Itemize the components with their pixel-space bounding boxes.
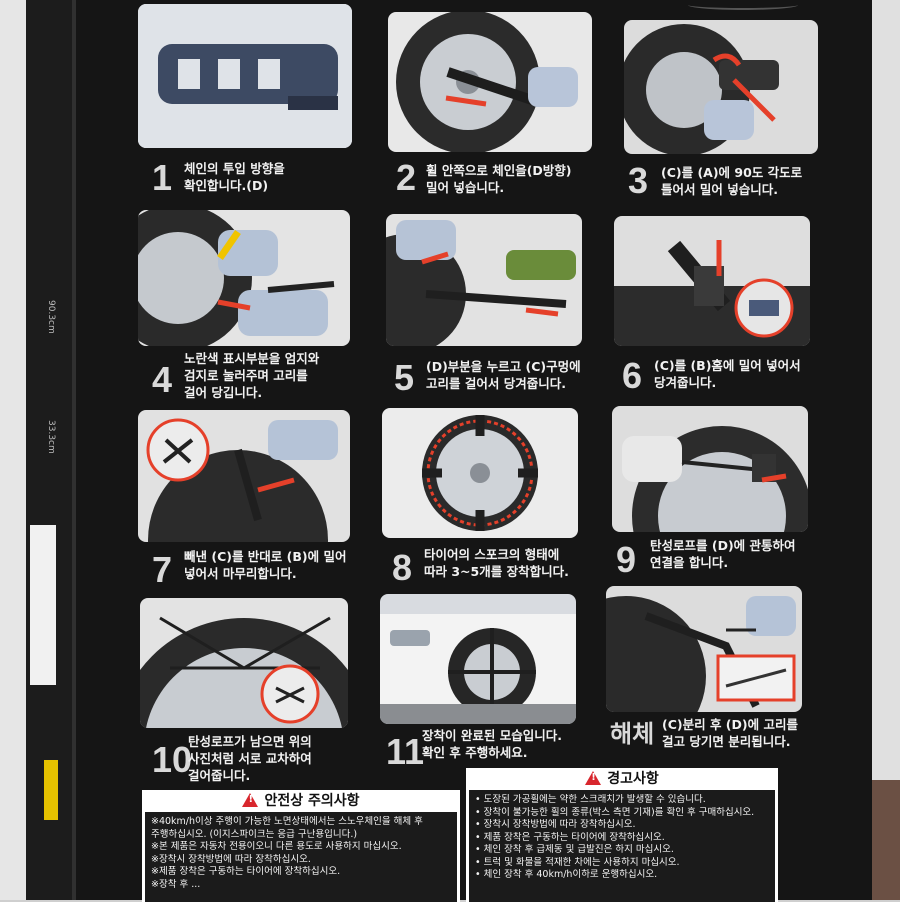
safety-item: ※장착 후 ... <box>151 878 201 890</box>
safety-item: ※본 제품은 자동차 전용이오니 다른 용도로 사용하지 마십시오. <box>151 841 402 852</box>
step-2-caption: 휠 안쪽으로 체인을(D방향) 밀어 넣습니다. <box>426 163 572 195</box>
step-10-number: 10 <box>152 739 193 780</box>
removal-label: 해체 <box>610 720 655 748</box>
step-5-number: 5 <box>394 357 415 398</box>
step-2-number: 2 <box>396 157 417 198</box>
safety-title: 안전상 주의사항 <box>264 793 360 809</box>
step-2-photo <box>388 12 592 152</box>
step-6-photo <box>614 216 810 346</box>
step-9-number: 9 <box>616 539 637 580</box>
box-side-yellow-strip <box>44 760 58 820</box>
warning-item: • 장착시 장착방법에 따라 장착하십시오. <box>475 819 636 830</box>
safety-panel: 안전상 주의사항 ※40km/h이상 주행이 가능한 노면상태에서는 스노우체인… <box>142 790 460 902</box>
step-9-photo <box>612 406 808 532</box>
step-3-number: 3 <box>628 160 649 201</box>
step-11-photo <box>380 594 576 724</box>
step-10-photo <box>140 598 348 728</box>
warning-item: • 제품 장착은 구동하는 타이어에 장착하십시오. <box>475 831 665 843</box>
step-8-photo <box>382 408 578 538</box>
step-8-caption: 타이어의 스포크의 형태에 따라 3~5개를 장착합니다. <box>424 547 569 579</box>
warning-item: • 장착이 불가능한 휠의 종류(박스 측면 기재)를 확인 후 구매하십시오. <box>475 806 755 818</box>
warning-item: • 체인 장착 후 급제동 및 급발진은 하지 마십시오. <box>475 844 674 855</box>
safety-panel-header: 안전상 주의사항 <box>142 790 460 810</box>
step-3-caption: (C)를 (A)에 90도 각도로 틀어서 밀어 넣습니다. <box>661 165 803 197</box>
warning-triangle-icon <box>242 793 259 807</box>
warning-title: 경고사항 <box>607 771 659 787</box>
step-4-caption: 노란색 표시부분을 엄지와 검지로 눌러주며 고리를 걸어 당깁니다. <box>184 351 320 400</box>
safety-list: ※40km/h이상 주행이 가능한 노면상태에서는 스노우체인을 해체 후 주행… <box>145 812 457 902</box>
step-11-number: 11 <box>386 731 425 772</box>
removal-photo <box>606 586 802 712</box>
step-7-caption: 빼낸 (C)를 반대로 (B)에 밀어 넣어서 마무리합니다. <box>184 549 347 581</box>
safety-item: ※장착시 장착방법에 따라 장착하십시오. <box>151 853 311 865</box>
logo-arc <box>688 0 798 10</box>
warning-item: • 체인 장착 후 40km/h이하로 운행하십시오. <box>475 869 658 880</box>
step-5-caption: (D)부분을 누르고 (C)구멍에 고리를 걸어서 당겨줍니다. <box>426 359 581 391</box>
removal-caption: (C)분리 후 (D)에 고리를 걸고 당기면 분리됩니다. <box>662 717 798 749</box>
box-side-dimension-label-2: 33.3cm <box>46 420 56 454</box>
warning-panel: 경고사항 • 도장된 가공휠에는 약한 스크래치가 발생할 수 있습니다. • … <box>466 768 778 902</box>
box-side-dimension-label: 90.3cm <box>46 300 56 334</box>
step-7-number: 7 <box>152 549 173 590</box>
step-5-photo <box>386 214 582 346</box>
warning-item: • 트럭 및 화물을 적재한 차에는 사용하지 마십시오. <box>475 856 680 868</box>
safety-item: ※40km/h이상 주행이 가능한 노면상태에서는 스노우체인을 해체 후 <box>151 816 423 827</box>
box-side-sticker <box>30 525 56 685</box>
step-6-caption: (C)를 (B)홈에 밀어 넣어서 당겨줍니다. <box>654 358 801 390</box>
step-1-photo <box>138 4 352 148</box>
product-box-back: 1 체인의 투입 방향을 확인합니다.(D) 2 휠 안쪽으로 체인을(D방향)… <box>72 0 872 902</box>
step-8-number: 8 <box>392 547 413 588</box>
step-6-number: 6 <box>622 355 643 396</box>
step-3-photo <box>624 20 818 154</box>
warning-list: • 도장된 가공휠에는 약한 스크래치가 발생할 수 있습니다. • 장착이 불… <box>469 790 775 902</box>
warning-item: • 도장된 가공휠에는 약한 스크래치가 발생할 수 있습니다. <box>475 794 706 805</box>
warning-panel-header: 경고사항 <box>466 768 778 788</box>
step-9-caption: 탄성로프를 (D)에 관통하여 연결을 합니다. <box>650 538 796 570</box>
safety-item: 주행하십시오. (이지스파이크는 응급 구난용입니다.) <box>151 828 358 840</box>
step-1-number: 1 <box>152 157 173 198</box>
warning-triangle-icon <box>585 771 602 785</box>
safety-item: ※제품 장착은 구동하는 타이어에 장착하십시오. <box>151 866 341 877</box>
step-10-caption: 탄성로프가 남으면 위의 사진처럼 서로 교차하여 걸어줍니다. <box>188 734 312 783</box>
step-7-photo <box>138 410 350 542</box>
step-11-caption: 장착이 완료된 모습입니다. 확인 후 주행하세요. <box>422 728 562 760</box>
step-1-caption: 체인의 투입 방향을 확인합니다.(D) <box>184 161 285 193</box>
step-4-number: 4 <box>152 359 173 400</box>
step-4-photo <box>138 210 350 346</box>
